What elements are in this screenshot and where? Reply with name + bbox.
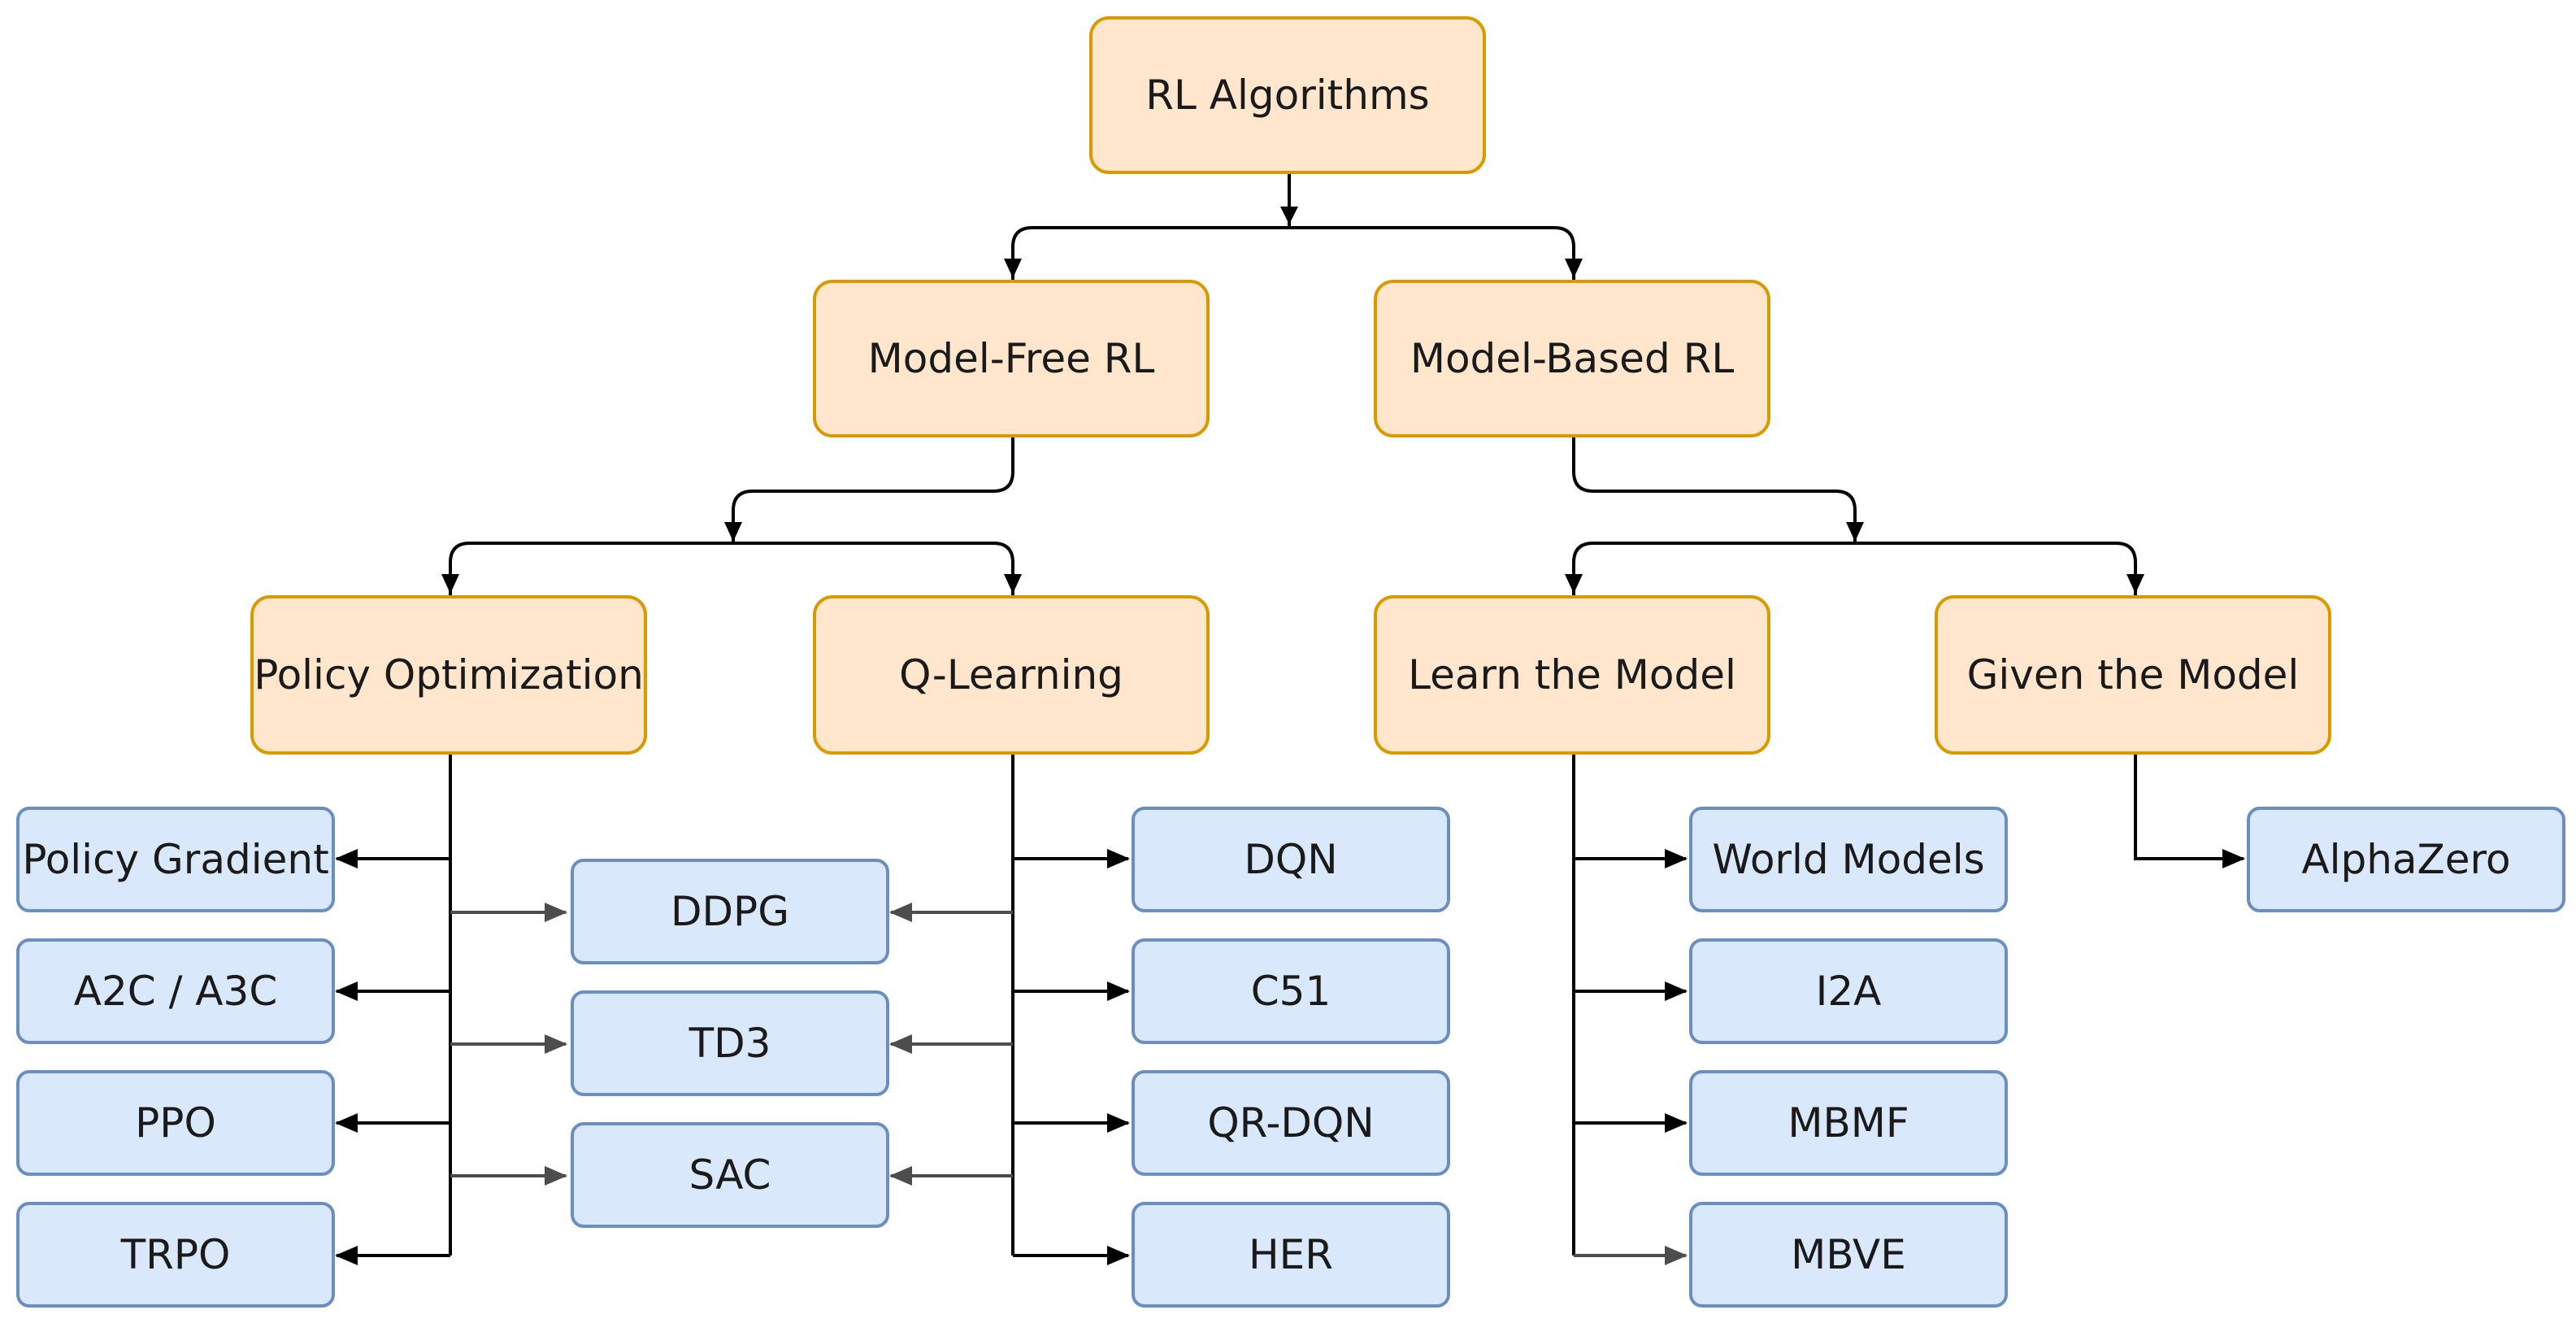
- node-mbmf: MBMF: [1689, 1070, 2008, 1176]
- arrowhead: [2222, 849, 2245, 868]
- node-sac: SAC: [571, 1122, 889, 1228]
- arrowhead: [889, 1166, 912, 1186]
- arrowhead: [335, 849, 358, 868]
- node-policy-gradient: Policy Gradient: [16, 807, 335, 912]
- node-model-based-rl: Model-Based RL: [1374, 280, 1770, 437]
- arrowhead: [1565, 259, 1583, 278]
- edge-model-based-trunk: [1572, 437, 1857, 543]
- edge-mf-to-policy-optimization: [449, 542, 733, 595]
- arrowhead: [335, 981, 358, 1001]
- node-ddpg: DDPG: [571, 859, 889, 964]
- arrowhead: [1665, 1113, 1688, 1133]
- arrowhead: [1107, 849, 1130, 868]
- arrowhead: [1665, 981, 1688, 1001]
- node-c51: C51: [1132, 938, 1450, 1044]
- arrowhead: [889, 1034, 912, 1054]
- edge-mb-to-given-the-model: [1855, 542, 2137, 595]
- node-mbve: MBVE: [1689, 1202, 2008, 1308]
- node-td3: TD3: [571, 990, 889, 1096]
- edge-root-to-model-based: [1289, 226, 1575, 280]
- arrowhead: [545, 1034, 567, 1054]
- arrowhead: [1665, 849, 1688, 868]
- arrowhead: [1107, 1113, 1130, 1133]
- edge-root-to-model-free: [1011, 226, 1289, 280]
- node-world-models: World Models: [1689, 807, 2008, 912]
- edge-gtm-to-alphazero: [2134, 755, 2244, 860]
- node-her: HER: [1132, 1202, 1450, 1308]
- arrowhead: [1846, 522, 1864, 542]
- arrowhead: [545, 1166, 567, 1186]
- edge-mf-to-q-learning: [733, 542, 1014, 595]
- arrowhead: [1565, 574, 1583, 594]
- node-dqn: DQN: [1132, 807, 1450, 912]
- arrowhead: [1665, 1246, 1688, 1265]
- arrowhead: [1004, 259, 1022, 278]
- arrowhead: [1004, 574, 1022, 594]
- arrowhead: [1280, 207, 1298, 224]
- arrowhead: [1107, 981, 1130, 1001]
- node-i2a: I2A: [1689, 938, 2008, 1044]
- node-trpo: TRPO: [16, 1202, 335, 1308]
- edge-mb-to-learn-the-model: [1572, 542, 1855, 595]
- arrowhead: [441, 574, 459, 594]
- node-policy-optimization: Policy Optimization: [250, 595, 647, 755]
- arrowhead: [545, 903, 567, 922]
- arrowhead: [724, 522, 742, 542]
- node-ppo: PPO: [16, 1070, 335, 1176]
- node-given-the-model: Given the Model: [1935, 595, 2331, 755]
- node-learn-the-model: Learn the Model: [1374, 595, 1770, 755]
- node-model-free-rl: Model-Free RL: [813, 280, 1210, 437]
- arrowhead: [335, 1113, 358, 1133]
- arrowhead: [1107, 1246, 1130, 1265]
- node-alphazero: AlphaZero: [2247, 807, 2565, 912]
- node-qr-dqn: QR-DQN: [1132, 1070, 1450, 1176]
- node-q-learning: Q-Learning: [813, 595, 1210, 755]
- edge-model-free-trunk: [732, 437, 1014, 543]
- arrowhead: [889, 903, 912, 922]
- node-rl-algorithms: RL Algorithms: [1089, 16, 1486, 174]
- arrowhead: [335, 1246, 358, 1265]
- arrowhead: [2126, 574, 2144, 594]
- node-a2c-a3c: A2C / A3C: [16, 938, 335, 1044]
